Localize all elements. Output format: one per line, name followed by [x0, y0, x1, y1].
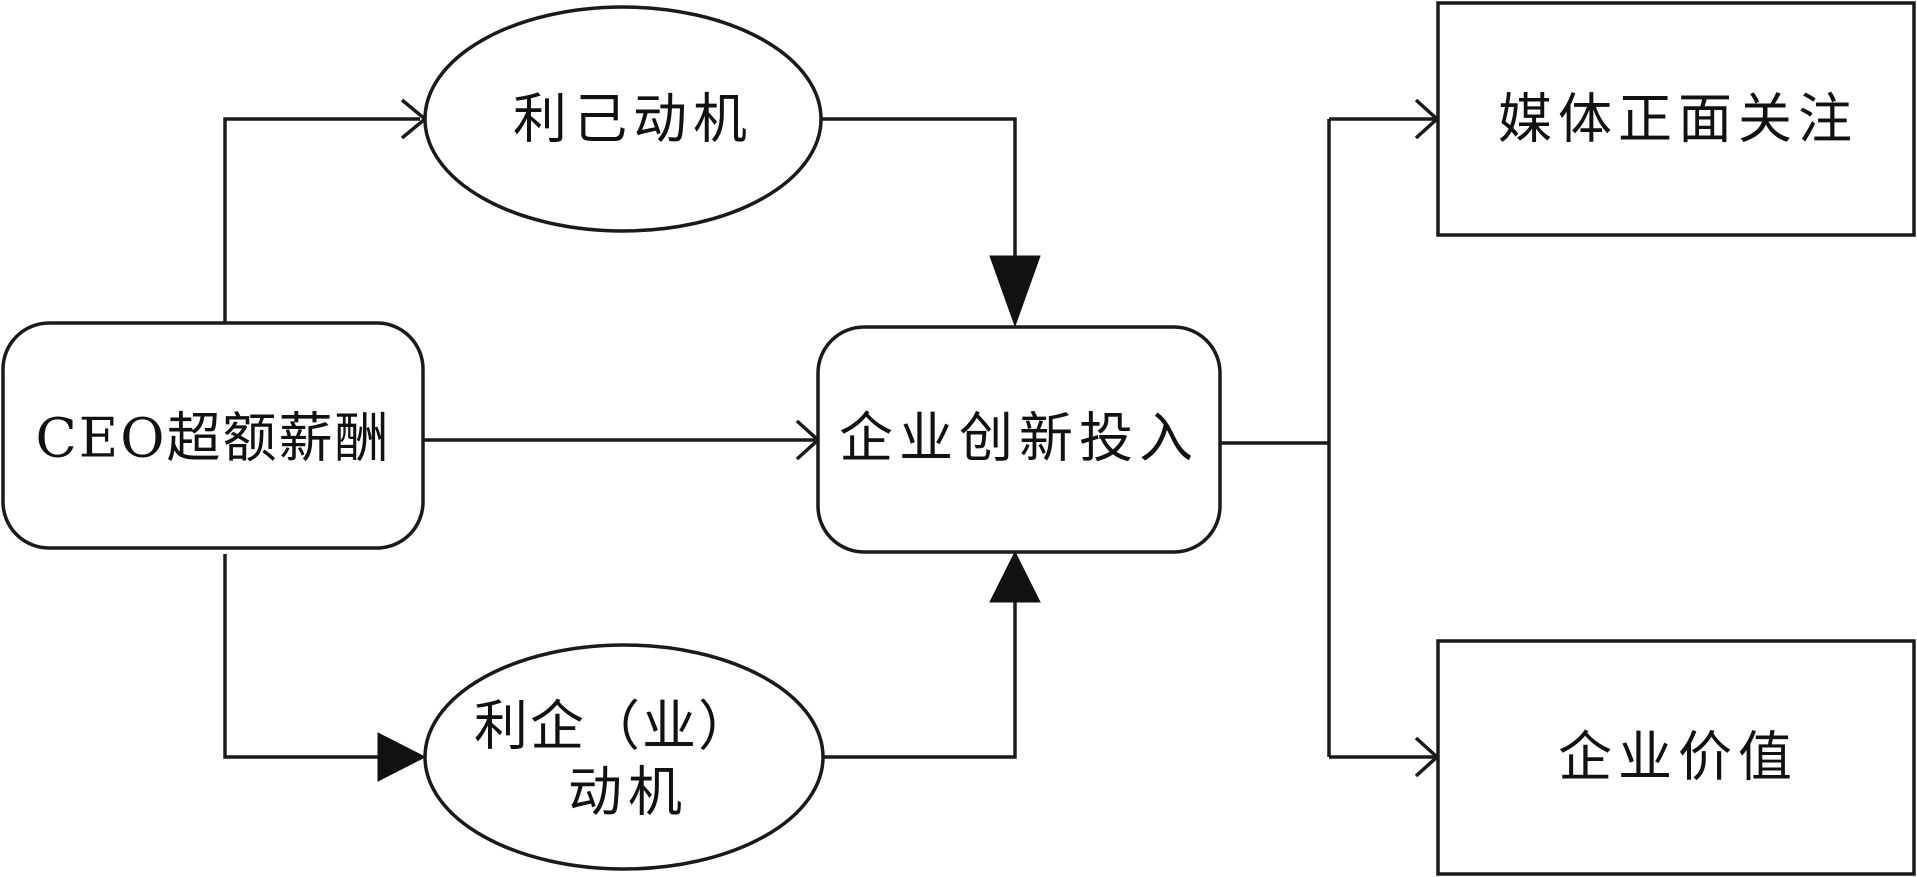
node-ceo-excess-pay-label: CEO超额薪酬	[35, 407, 390, 470]
node-firm-interest-motive: 利企（业） 动机	[423, 643, 825, 871]
edge-innovation-to-media	[1329, 98, 1440, 140]
edge-self-motive-to-innovation	[821, 117, 1041, 328]
solid-arrowhead-icon	[989, 255, 1041, 328]
node-firm-value-label: 企业价值	[1558, 726, 1798, 789]
node-self-interest-motive-label: 利己动机	[513, 88, 753, 151]
edge-innovation-to-value	[1329, 736, 1440, 778]
edge-innovation-split	[1220, 119, 1331, 757]
solid-arrowhead-icon	[377, 732, 427, 782]
node-firm-value: 企业价值	[1436, 639, 1916, 876]
node-firm-interest-motive-label-line2: 动机	[568, 761, 688, 824]
node-positive-media-attention: 媒体正面关注	[1436, 1, 1916, 237]
solid-arrowhead-icon	[989, 550, 1041, 603]
node-firm-interest-motive-label-line1: 利企（业）	[474, 695, 754, 758]
edge-firm-motive-to-innovation	[823, 550, 1041, 759]
node-self-interest-motive: 利己动机	[423, 5, 823, 233]
node-innovation-investment-label: 企业创新投入	[839, 407, 1199, 470]
node-innovation-investment: 企业创新投入	[816, 325, 1222, 554]
edge-ceo-to-self-motive	[223, 98, 428, 323]
node-ceo-excess-pay: CEO超额薪酬	[1, 321, 425, 550]
node-positive-media-attention-label: 媒体正面关注	[1498, 88, 1858, 151]
edge-ceo-to-firm-motive	[223, 554, 427, 782]
edge-ceo-to-innovation	[423, 419, 821, 461]
